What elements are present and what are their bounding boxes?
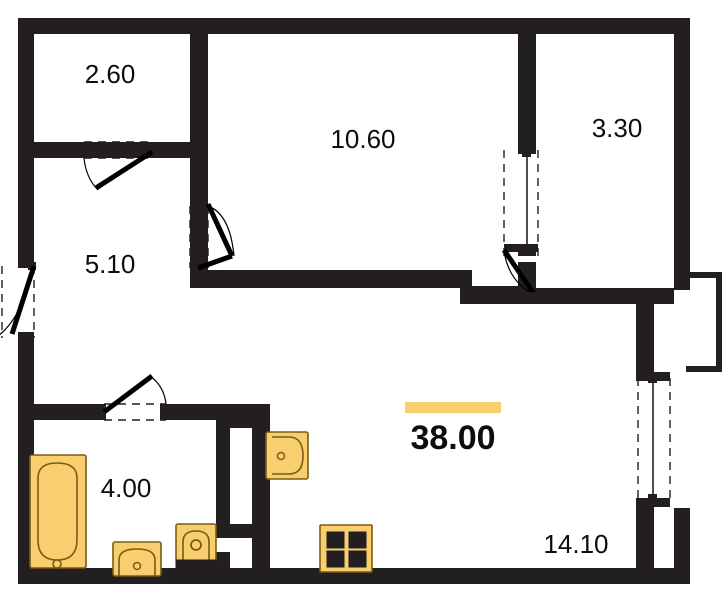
- room-small-fill: [34, 34, 190, 142]
- area-label-living-room: 10.60: [330, 124, 395, 154]
- small-room-door: [76, 141, 158, 191]
- area-label-kitchen-living: 14.10: [543, 529, 608, 559]
- stove-fixture: [319, 524, 373, 573]
- bathtub-fixture: [29, 454, 87, 569]
- kitchen-sink-fixture: [265, 431, 309, 480]
- area-label-balcony: 3.30: [592, 113, 643, 143]
- area-label-bathroom: 4.00: [101, 473, 152, 503]
- ledge-fill: [692, 278, 716, 366]
- bathroom-sink-fixture: [112, 541, 162, 577]
- balcony-door-kitchen: [636, 372, 671, 507]
- living-room-door: [189, 198, 235, 272]
- room-hall-fill: [34, 158, 190, 404]
- area-label-small-room: 2.60: [85, 59, 136, 89]
- total-area-accent-bar: [405, 402, 501, 413]
- room-balcony-fill: [536, 34, 674, 288]
- bathroom-door: [96, 374, 170, 421]
- doors-group: [0, 141, 671, 507]
- toilet-fixture: [175, 523, 217, 577]
- area-label-hall: 5.10: [85, 249, 136, 279]
- shaft-fill-b: [230, 538, 252, 568]
- entrance-door: [0, 258, 37, 342]
- room-kitchen-fill: [270, 304, 636, 568]
- shaft-fill-a: [230, 428, 252, 524]
- room-living-fill: [208, 34, 518, 270]
- balcony-door-living: [501, 146, 539, 299]
- area-labels: 2.60 10.60 3.30 5.10 4.00 14.10 38.00: [85, 59, 643, 559]
- room-fills: [34, 34, 716, 568]
- fixtures-group: [29, 431, 373, 577]
- total-area-label: 38.00: [410, 419, 495, 457]
